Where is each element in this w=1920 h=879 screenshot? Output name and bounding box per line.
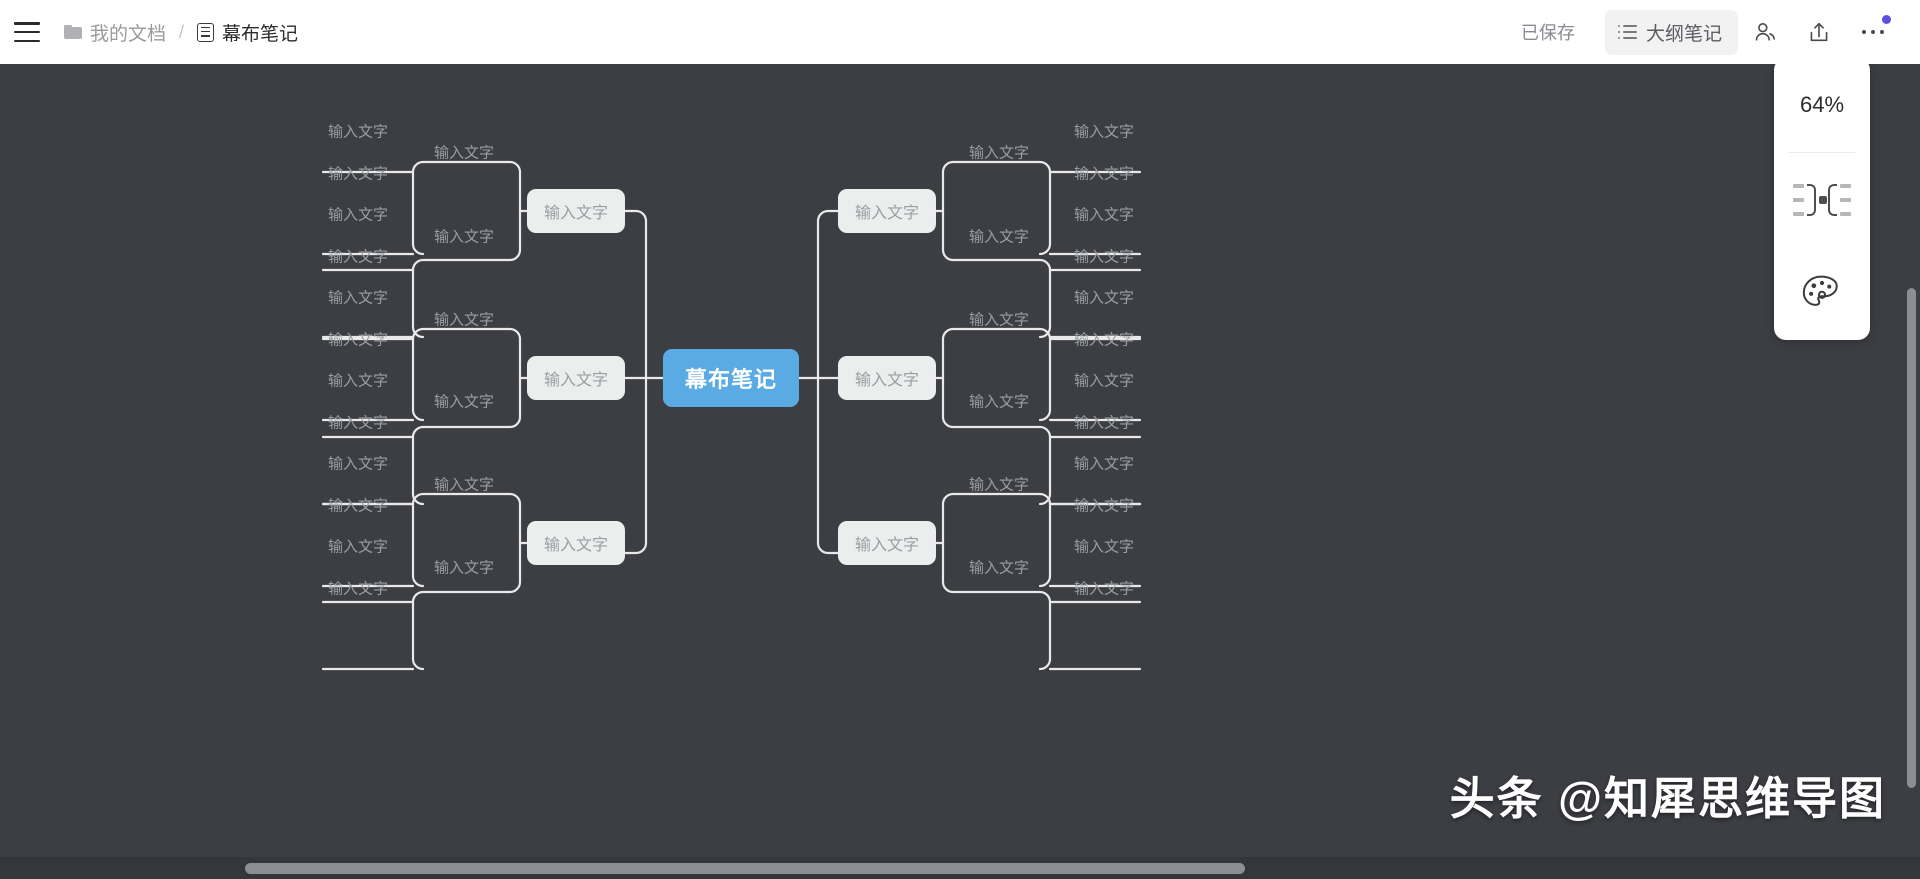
mindmap-leaf-node[interactable]: 输入文字 — [327, 165, 389, 183]
share-upload-icon — [1810, 22, 1828, 42]
mindmap-leaf-node[interactable]: 输入文字 — [327, 414, 389, 432]
mindmap-leaf-node[interactable]: 输入文字 — [327, 206, 389, 224]
mindmap-node-l3[interactable]: 输入文字 — [433, 144, 495, 162]
save-status: 已保存 — [1520, 23, 1575, 43]
mindmap-leaf-node[interactable]: 输入文字 — [327, 289, 389, 307]
mindmap-node-l2[interactable]: 输入文字 — [837, 189, 937, 233]
mindmap-leaf-node[interactable]: 输入文字 — [1073, 165, 1135, 183]
hamburger-line — [14, 39, 40, 42]
breadcrumb-separator: / — [179, 21, 185, 42]
mindmap-leaf-node[interactable]: 输入文字 — [327, 497, 389, 515]
mindmap-leaf-node[interactable]: 输入文字 — [327, 248, 389, 266]
outline-notes-button[interactable]: 大纲笔记 — [1604, 9, 1738, 55]
more-dots-icon — [1861, 29, 1885, 35]
mindmap-leaf-node[interactable]: 输入文字 — [1073, 372, 1135, 390]
hamburger-line — [14, 22, 40, 25]
mindmap-leaf-node[interactable]: 输入文字 — [327, 455, 389, 473]
mindmap-leaf-node[interactable]: 输入文字 — [1073, 248, 1135, 266]
mindmap-node-l2[interactable]: 输入文字 — [526, 521, 626, 565]
mindmap-node-l2[interactable]: 输入文字 — [837, 521, 937, 565]
mindmap-leaf-node[interactable]: 输入文字 — [1073, 497, 1135, 515]
mindmap-leaf-node[interactable]: 输入文字 — [1073, 538, 1135, 556]
vertical-scrollbar[interactable] — [1904, 128, 1920, 879]
horizontal-scrollbar[interactable] — [0, 857, 1920, 879]
watermark-text: 头条 @知犀思维导图 — [1449, 773, 1886, 824]
mindmap-leaf-node[interactable]: 输入文字 — [1073, 289, 1135, 307]
document-icon — [197, 22, 215, 42]
breadcrumb: 我的文档 / 幕布笔记 — [64, 19, 298, 46]
people-icon — [1755, 22, 1776, 41]
theme-color-button[interactable] — [1774, 247, 1870, 341]
mindmap-node-l3[interactable]: 输入文字 — [433, 228, 495, 246]
collaborate-button[interactable] — [1738, 9, 1792, 55]
mindmap-leaf-node[interactable]: 输入文字 — [1073, 455, 1135, 473]
breadcrumb-folder-label: 我的文档 — [90, 23, 167, 45]
mindmap-node-l2[interactable]: 输入文字 — [526, 356, 626, 400]
mindmap-node-l3[interactable]: 输入文字 — [433, 311, 495, 329]
top-bar: 我的文档 / 幕布笔记 已保存 大纲笔记 — [0, 0, 1920, 64]
mindmap-structure-icon — [1793, 178, 1851, 222]
mindmap-node-l3[interactable]: 输入文字 — [433, 393, 495, 411]
mindmap-leaf-node[interactable]: 输入文字 — [1073, 580, 1135, 598]
color-palette-icon — [1802, 275, 1838, 307]
mindmap-leaf-node[interactable]: 输入文字 — [327, 538, 389, 556]
mindmap-leaf-node[interactable]: 输入文字 — [327, 123, 389, 141]
outline-notes-label: 大纲笔记 — [1645, 23, 1722, 45]
folder-icon — [64, 25, 82, 39]
page-title: 幕布笔记 — [222, 23, 299, 45]
mindmap-leaf-node[interactable]: 输入文字 — [327, 331, 389, 349]
mindmap-leaf-node[interactable]: 输入文字 — [1073, 123, 1135, 141]
share-button[interactable] — [1792, 9, 1846, 55]
hamburger-line — [14, 30, 40, 34]
more-options-button[interactable] — [1846, 9, 1900, 55]
mindmap-node-l3[interactable]: 输入文字 — [433, 476, 495, 494]
breadcrumb-folder[interactable]: 我的文档 — [64, 19, 166, 46]
mindmap-leaf-node[interactable]: 输入文字 — [327, 580, 389, 598]
mindmap-node-l3[interactable]: 输入文字 — [433, 559, 495, 577]
hamburger-menu-icon[interactable] — [14, 22, 40, 42]
breadcrumb-document[interactable]: 幕布笔记 — [197, 19, 298, 46]
mindmap-node-l3[interactable]: 输入文字 — [968, 311, 1030, 329]
mindmap-node-l3[interactable]: 输入文字 — [968, 393, 1030, 411]
mindmap-leaf-node[interactable]: 输入文字 — [1073, 331, 1135, 349]
panel-divider — [1789, 152, 1855, 153]
horizontal-scrollbar-thumb[interactable] — [245, 863, 1245, 874]
zoom-tool-panel: 64% — [1774, 58, 1870, 340]
vertical-scrollbar-thumb[interactable] — [1907, 288, 1916, 788]
mindmap-node-l3[interactable]: 输入文字 — [968, 144, 1030, 162]
mindmap-root-node[interactable]: 幕布笔记 — [662, 349, 800, 407]
mindmap-node-l3[interactable]: 输入文字 — [968, 228, 1030, 246]
outline-list-icon — [1617, 25, 1637, 40]
mindmap-canvas[interactable]: 幕布笔记 输入文字 输入文字 输入文字 输入文字 输入文字 输入文字 输入文字 … — [0, 64, 1920, 879]
notification-badge — [1882, 15, 1891, 24]
structure-layout-button[interactable] — [1774, 153, 1870, 247]
top-bar-actions: 已保存 大纲笔记 — [1521, 9, 1920, 55]
mindmap-leaf-node[interactable]: 输入文字 — [1073, 206, 1135, 224]
mindmap-node-l3[interactable]: 输入文字 — [968, 559, 1030, 577]
mindmap-connectors — [321, 160, 1142, 671]
zoom-level-value[interactable]: 64% — [1799, 92, 1845, 117]
mindmap-node-l2[interactable]: 输入文字 — [837, 356, 937, 400]
mindmap-leaf-node[interactable]: 输入文字 — [1073, 414, 1135, 432]
mindmap-node-l3[interactable]: 输入文字 — [968, 476, 1030, 494]
mindmap-leaf-node[interactable]: 输入文字 — [327, 372, 389, 390]
mindmap-node-l2[interactable]: 输入文字 — [526, 189, 626, 233]
